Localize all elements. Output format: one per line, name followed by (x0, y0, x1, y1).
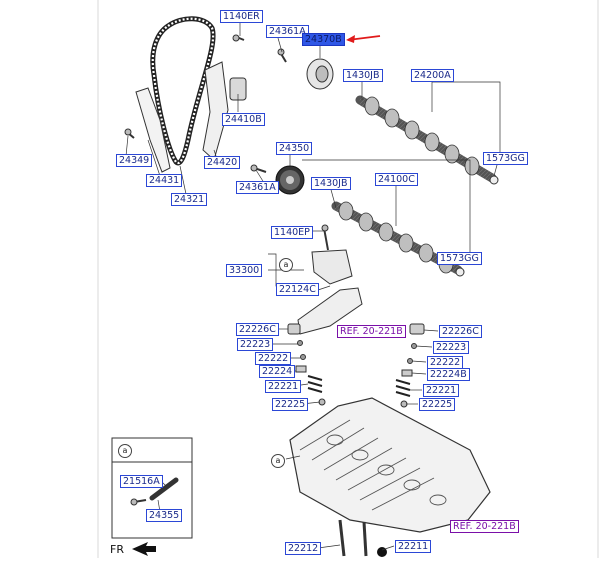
intake-camshaft (355, 95, 499, 185)
part-label-24361A-mid[interactable]: 24361A (236, 181, 279, 194)
part-label-22124C[interactable]: 22124C (276, 283, 319, 296)
part-label-21516A[interactable]: 21516A (120, 475, 163, 488)
callout-a-bracket: a (279, 258, 293, 272)
part-label-22224B-right[interactable]: 22224B (427, 368, 470, 381)
part-label-22212[interactable]: 22212 (285, 542, 322, 555)
cylinder-head (289, 397, 491, 533)
chain-guide-left (135, 87, 171, 173)
tensioner-arm (202, 61, 229, 161)
part-label-22211[interactable]: 22211 (395, 540, 432, 553)
part-label-24370B[interactable]: 24370B (302, 33, 345, 46)
camshaft-bearing-cap (311, 249, 353, 285)
part-label-24431[interactable]: 24431 (146, 174, 183, 187)
part-label-24100C[interactable]: 24100C (375, 173, 418, 186)
callout-a-inset: a (118, 444, 132, 458)
part-label-22226C-left[interactable]: 22226C (236, 323, 279, 336)
part-label-24410B[interactable]: 24410B (222, 113, 265, 126)
part-label-24361A-top[interactable]: 24361A (266, 25, 309, 38)
part-label-1430JB-mid[interactable]: 1430JB (311, 177, 351, 190)
part-label-1573GG-top[interactable]: 1573GG (483, 152, 528, 165)
cam-bracket (297, 287, 363, 335)
part-label-24349[interactable]: 24349 (116, 154, 153, 167)
front-label: FR (110, 543, 124, 556)
part-label-22224-left[interactable]: 22224 (259, 365, 296, 378)
exhaust-sprocket (275, 165, 305, 195)
part-label-1140ER[interactable]: 1140ER (220, 10, 263, 23)
part-label-22226C-right[interactable]: 22226C (439, 325, 482, 338)
ref-link-top[interactable]: REF. 20-221B (337, 325, 406, 338)
timing-chain (150, 16, 216, 166)
callout-a-head: a (271, 454, 285, 468)
part-label-24420[interactable]: 24420 (204, 156, 241, 169)
part-label-22222-left[interactable]: 22222 (255, 352, 292, 365)
part-label-24355[interactable]: 24355 (146, 509, 183, 522)
ref-link-bottom[interactable]: REF. 20-221B (450, 520, 519, 533)
cvvt-intake-sprocket (306, 58, 334, 90)
part-label-22221-right[interactable]: 22221 (423, 384, 460, 397)
front-arrow-icon (132, 542, 156, 556)
part-label-22223-right[interactable]: 22223 (433, 341, 470, 354)
part-label-24350[interactable]: 24350 (276, 142, 313, 155)
part-label-22225-left[interactable]: 22225 (272, 398, 309, 411)
part-label-1140EP[interactable]: 1140EP (271, 226, 313, 239)
part-label-33300[interactable]: 33300 (226, 264, 263, 277)
part-label-22223-left[interactable]: 22223 (237, 338, 274, 351)
part-label-22221-left[interactable]: 22221 (265, 380, 302, 393)
part-label-1430JB-top[interactable]: 1430JB (343, 69, 383, 82)
part-label-1573GG-mid[interactable]: 1573GG (437, 252, 482, 265)
valve-train-left (287, 323, 326, 406)
part-label-24321[interactable]: 24321 (171, 193, 208, 206)
part-label-22225-right[interactable]: 22225 (419, 398, 456, 411)
part-label-24200A[interactable]: 24200A (411, 69, 454, 82)
